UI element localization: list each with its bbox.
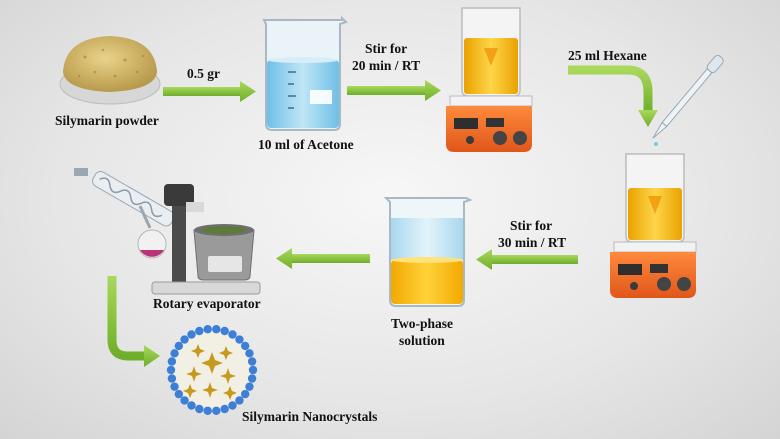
arrow-icon bbox=[163, 81, 256, 102]
pipette-icon bbox=[640, 50, 730, 150]
arrow-icon bbox=[276, 248, 370, 269]
label-silymarin-powder: Silymarin powder bbox=[55, 113, 159, 129]
rotary-evaporator-icon bbox=[68, 158, 268, 298]
label-twophase-line2: solution bbox=[399, 333, 445, 349]
label-rotary-evaporator: Rotary evaporator bbox=[153, 296, 261, 312]
powder-bowl-icon bbox=[55, 32, 165, 107]
label-twophase-line1: Two-phase bbox=[391, 316, 453, 332]
magnetic-stirrer-icon bbox=[604, 150, 700, 302]
beaker-icon bbox=[258, 14, 348, 132]
beaker-icon bbox=[380, 192, 474, 310]
label-amount: 0.5 gr bbox=[187, 66, 220, 82]
label-stir1-line2: 20 min / RT bbox=[352, 58, 420, 74]
label-stir2-line1: Stir for bbox=[510, 218, 552, 234]
label-acetone: 10 ml of Acetone bbox=[258, 137, 354, 153]
label-stir2-line2: 30 min / RT bbox=[498, 235, 566, 251]
label-stir1-line1: Stir for bbox=[365, 41, 407, 57]
label-hexane: 25 ml Hexane bbox=[568, 48, 647, 64]
label-silymarin-nanocrystals: Silymarin Nanocrystals bbox=[242, 409, 377, 425]
arrow-icon bbox=[476, 249, 578, 270]
nanocrystal-icon bbox=[164, 322, 260, 418]
arrow-icon bbox=[347, 80, 441, 101]
magnetic-stirrer-icon bbox=[440, 4, 536, 156]
